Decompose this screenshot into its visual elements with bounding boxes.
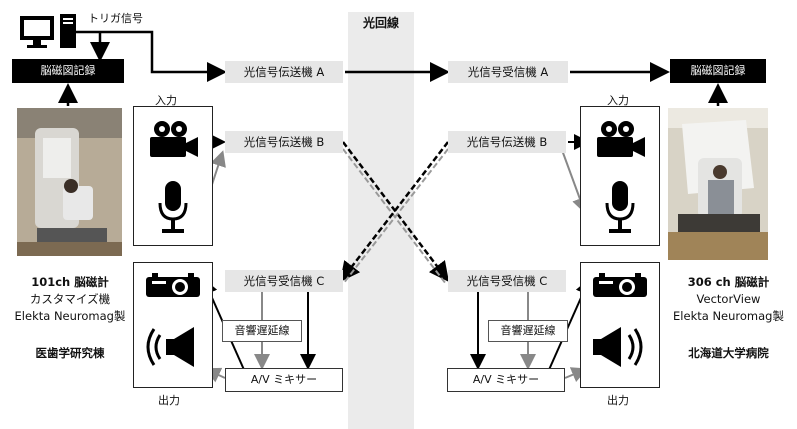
optical-line-band: [348, 12, 414, 429]
computer-icon: [20, 14, 76, 48]
left-av-mixer: A/V ミキサー: [225, 368, 343, 392]
left-meg-model: カスタマイズ機: [29, 292, 111, 306]
right-rx-c: 光信号受信機 C: [448, 270, 566, 292]
right-site-name: 北海道大学病院: [688, 346, 769, 360]
left-audio-delay: 音響遅延線: [222, 320, 302, 342]
left-meg-photo: [17, 108, 122, 256]
right-meg-record: 脳磁図記録: [670, 59, 766, 83]
right-output-panel: [580, 262, 660, 388]
video-camera-icon: [150, 121, 198, 157]
video-camera-icon: [597, 121, 645, 157]
projector-icon: [146, 273, 200, 297]
right-input-panel: [580, 106, 660, 246]
left-meg-maker: Elekta Neuromag製: [14, 309, 126, 323]
left-meg-title: 101ch 脳磁計: [31, 275, 109, 289]
right-output-label: 出力: [607, 394, 629, 407]
left-site-name: 医歯学研究棟: [35, 346, 105, 360]
speaker-icon: [593, 327, 643, 367]
speaker-icon: [146, 327, 194, 367]
microphone-icon: [158, 181, 188, 233]
trigger-line: [75, 30, 227, 82]
projector-icon: [593, 273, 647, 297]
cross-right-to-left-gray: [342, 148, 449, 285]
right-meg-photo: [668, 108, 768, 260]
right-meg-maker: Elekta Neuromag製: [673, 309, 784, 323]
right-meg-title: 306 ch 脳磁計: [687, 275, 770, 289]
microphone-icon: [605, 181, 635, 233]
right-rx-a: 光信号受信機 A: [448, 61, 568, 83]
left-input-label: 入力: [155, 94, 177, 107]
right-audio-delay: 音響遅延線: [488, 320, 568, 342]
left-meg-record: 脳磁図記録: [12, 59, 124, 83]
right-input-label: 入力: [607, 94, 629, 107]
trigger-signal-label: トリガ信号: [88, 12, 143, 25]
meg-scanner-image: [17, 108, 122, 256]
right-meg-model: VectorView: [696, 292, 761, 306]
left-rx-c: 光信号受信機 C: [225, 270, 343, 292]
left-tx-a: 光信号伝送機 A: [225, 61, 343, 83]
left-output-panel: [133, 262, 213, 388]
left-input-panel: [133, 106, 213, 246]
left-tx-b: 光信号伝送機 B: [225, 131, 343, 153]
cross-right-to-left: [339, 141, 449, 282]
meg-scanner-image: [668, 108, 768, 260]
right-av-mixer: A/V ミキサー: [447, 368, 565, 392]
left-output-label: 出力: [158, 394, 180, 407]
optical-line-label: 光回線: [362, 16, 399, 30]
right-tx-b: 光信号伝送機 B: [448, 131, 566, 153]
